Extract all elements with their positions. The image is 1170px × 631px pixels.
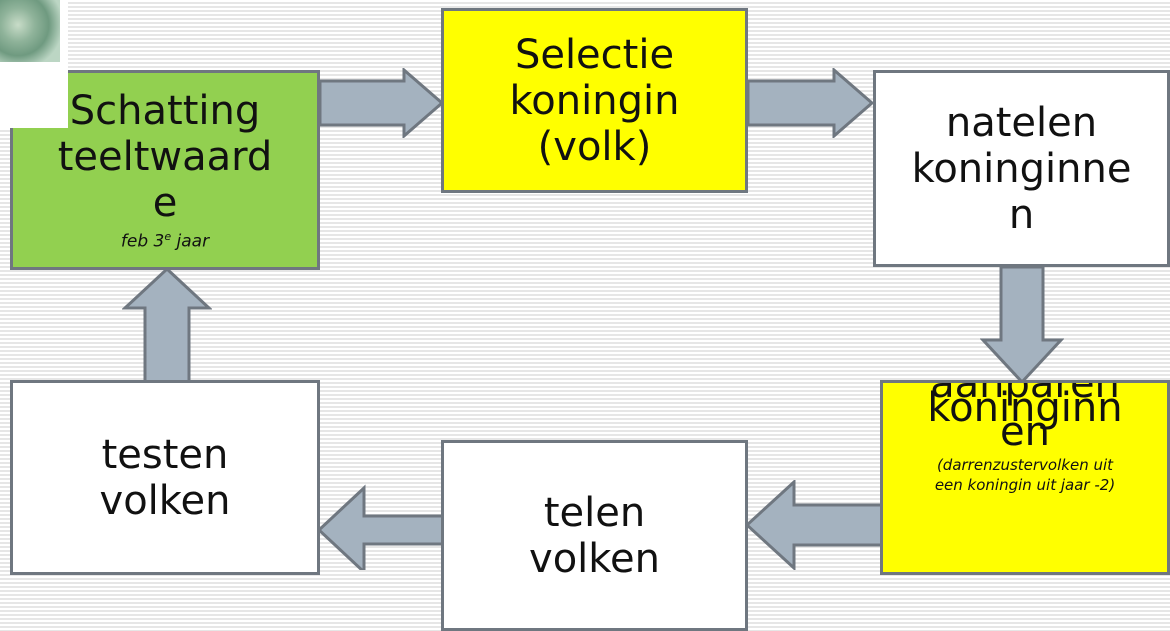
box-schatting-teeltwaarde: Schatting teeltwaard e feb 3e jaar <box>10 70 320 270</box>
thumbnail-image <box>0 0 68 128</box>
arrow-aanparen-to-telen <box>744 480 884 570</box>
selectie-line3: (volk) <box>537 123 652 170</box>
box-selectie-koningin: Selectie koningin (volk) <box>441 8 748 193</box>
schatting-line3: e <box>152 179 178 226</box>
box-natelen-koninginnen: natelen koninginne n <box>873 70 1170 267</box>
aanparen-note2: een koningin uit jaar -2) <box>934 476 1116 494</box>
thumbnail-leaf-icon <box>0 0 60 62</box>
selectie-line2: koningin <box>509 77 680 124</box>
aanparen-note1: (darrenzustervolken uit <box>936 456 1114 474</box>
telen-line1: telen <box>543 489 646 536</box>
arrow-natelen-to-aanparen <box>980 265 1064 385</box>
telen-line2: volken <box>529 535 660 582</box>
arrow-selectie-to-natelen <box>746 68 875 138</box>
aanparen-line1: aanparen <box>930 380 1120 407</box>
arrow-testen-to-schatting <box>122 266 212 384</box>
aanparen-line3: en <box>1000 409 1050 455</box>
schatting-note: feb 3e jaar <box>120 229 210 252</box>
arrow-schatting-to-selectie <box>318 68 445 138</box>
selectie-line1: Selectie <box>514 31 675 78</box>
testen-line2: volken <box>99 477 231 524</box>
schatting-line2: teeltwaard <box>57 133 273 180</box>
box-telen-volken: telen volken <box>441 440 748 631</box>
box-testen-volken: testen volken <box>10 380 320 575</box>
natelen-line2: koninginne <box>911 145 1132 192</box>
box-aanparen-koninginnen: aanparen koninginn en (darrenzustervolke… <box>880 380 1170 575</box>
schatting-line1: Schatting <box>69 87 261 134</box>
arrow-telen-to-testen <box>316 484 446 570</box>
natelen-line1: natelen <box>945 99 1098 146</box>
aanparen-line2: koninginn <box>927 385 1123 431</box>
natelen-line3: n <box>1008 191 1035 238</box>
testen-line1: testen <box>101 431 229 478</box>
